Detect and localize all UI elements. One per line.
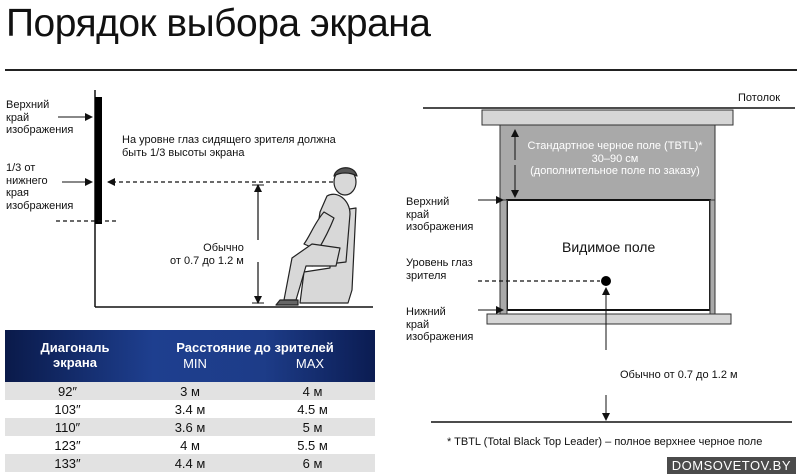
screen-bar xyxy=(95,97,102,224)
table-row: 110″ 3.6 м 5 м xyxy=(5,418,375,436)
table-row: 92″ 3 м 4 м xyxy=(5,382,375,400)
visible-area-box xyxy=(506,199,711,311)
table-row: 133″ 4.4 м 6 м xyxy=(5,454,375,472)
label-usual-height-right: Обычно от 0.7 до 1.2 м xyxy=(620,369,738,381)
screen-housing xyxy=(481,109,734,126)
header-min: MIN xyxy=(183,356,207,371)
label-ceiling: Потолок xyxy=(738,92,781,104)
eye-point xyxy=(601,276,611,286)
table-row: 103″ 3.4 м 4.5 м xyxy=(5,400,375,418)
label-tbtl: Стандартное черное поле (TBTL)*30–90 см(… xyxy=(527,140,703,177)
header-max: MAX xyxy=(295,356,325,371)
seated-viewer-figure xyxy=(275,167,358,306)
label-footnote: * TBTL (Total Black Top Leader) – полное… xyxy=(447,436,763,448)
page-title: Порядок выбора экрана xyxy=(6,2,431,45)
bottom-bar xyxy=(486,313,732,325)
table-body: 92″ 3 м 4 м 103″ 3.4 м 4.5 м 110″ 3.6 м … xyxy=(5,382,375,472)
title-divider xyxy=(5,69,797,71)
watermark: DOMSOVETOV.BY xyxy=(666,457,796,474)
table-row: 123″ 4 м 5.5 м xyxy=(5,436,375,454)
label-visible-area: Видимое поле xyxy=(562,239,656,255)
header-distance: Расстояние до зрителей xyxy=(176,340,334,355)
